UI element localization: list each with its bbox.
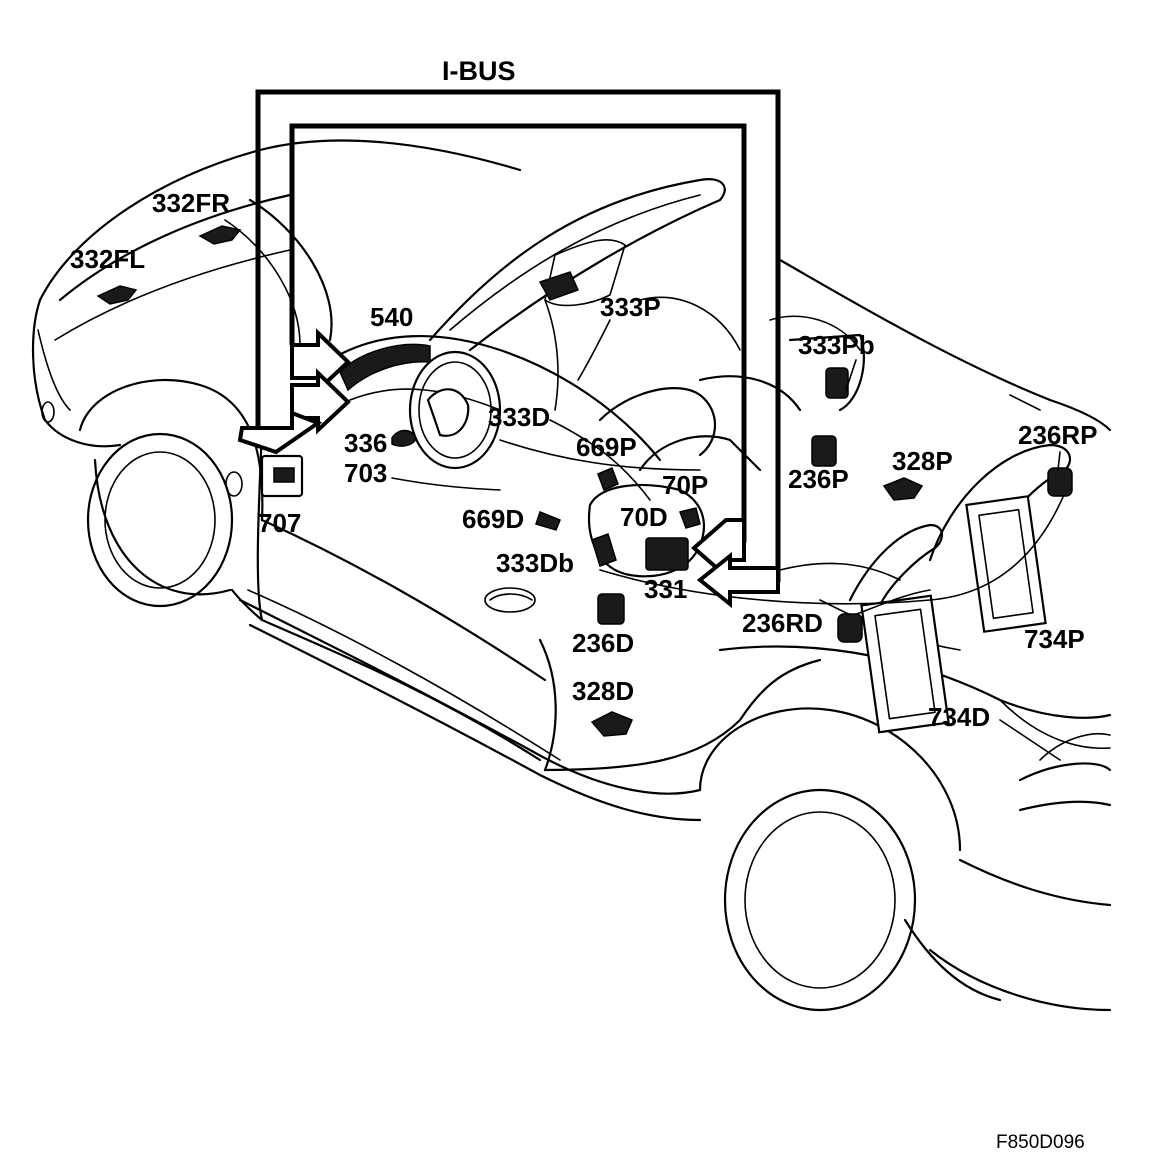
label-328D: 328D (572, 676, 634, 706)
sensor-328D (590, 711, 633, 737)
labels: I-BUS 332FR 332FL 540 333P 333Pb 333D 33… (70, 56, 1098, 1153)
sensor-332FL (96, 285, 138, 305)
label-734D: 734D (928, 702, 990, 732)
sensor-236RP (1047, 467, 1073, 497)
pretensioner-70P (679, 507, 701, 529)
arrow-down-707 (237, 410, 323, 455)
sensor-328P (882, 477, 924, 501)
leader-333P (577, 319, 611, 381)
label-333D: 333D (488, 402, 550, 432)
airbag-333P (538, 271, 580, 301)
switch-669D (535, 511, 561, 531)
label-236D: 236D (572, 628, 634, 658)
label-236P: 236P (788, 464, 849, 494)
airbag-333Db (591, 533, 617, 567)
label-236RD: 236RD (742, 608, 823, 638)
label-734P: 734P (1024, 624, 1085, 654)
connector-336 (391, 429, 417, 447)
label-331: 331 (644, 574, 687, 604)
label-328P: 328P (892, 446, 953, 476)
label-333P: 333P (600, 292, 661, 322)
label-332FR: 332FR (152, 188, 230, 218)
leader-236RP (1057, 451, 1061, 471)
sensor-332FR (198, 225, 242, 245)
label-333Pb: 333Pb (798, 330, 875, 360)
leader-333Pb (845, 359, 857, 391)
sensor-236P (811, 435, 837, 467)
label-70D: 70D (620, 502, 668, 532)
label-70P: 70P (662, 470, 708, 500)
label-336: 336 (344, 428, 387, 458)
module-707-inner (273, 467, 295, 483)
label-332FL: 332FL (70, 244, 145, 274)
label-333Db: 333Db (496, 548, 574, 578)
label-703: 703 (344, 458, 387, 488)
label-540: 540 (370, 302, 413, 332)
module-540 (339, 343, 431, 392)
bus-title: I-BUS (442, 56, 516, 86)
module-331 (645, 537, 689, 571)
leader-703 (391, 477, 501, 491)
arrow-into-331-outer (696, 551, 780, 609)
label-707: 707 (258, 508, 301, 538)
components (96, 225, 1073, 737)
i-bus-loop (237, 89, 781, 609)
label-236RP: 236RP (1018, 420, 1098, 450)
label-669P: 669P (576, 432, 637, 462)
label-669D: 669D (462, 504, 524, 534)
sensor-236RD (837, 613, 863, 643)
sensor-236D (597, 593, 625, 625)
arrow-into-331 (690, 518, 746, 581)
leader-734D (999, 719, 1061, 761)
arrow-into-540 (290, 328, 351, 395)
switch-669P (597, 467, 619, 491)
figure-code: F850D096 (996, 1132, 1085, 1153)
airbag-333Pb (825, 367, 849, 399)
car-illustration (31, 139, 1112, 1012)
